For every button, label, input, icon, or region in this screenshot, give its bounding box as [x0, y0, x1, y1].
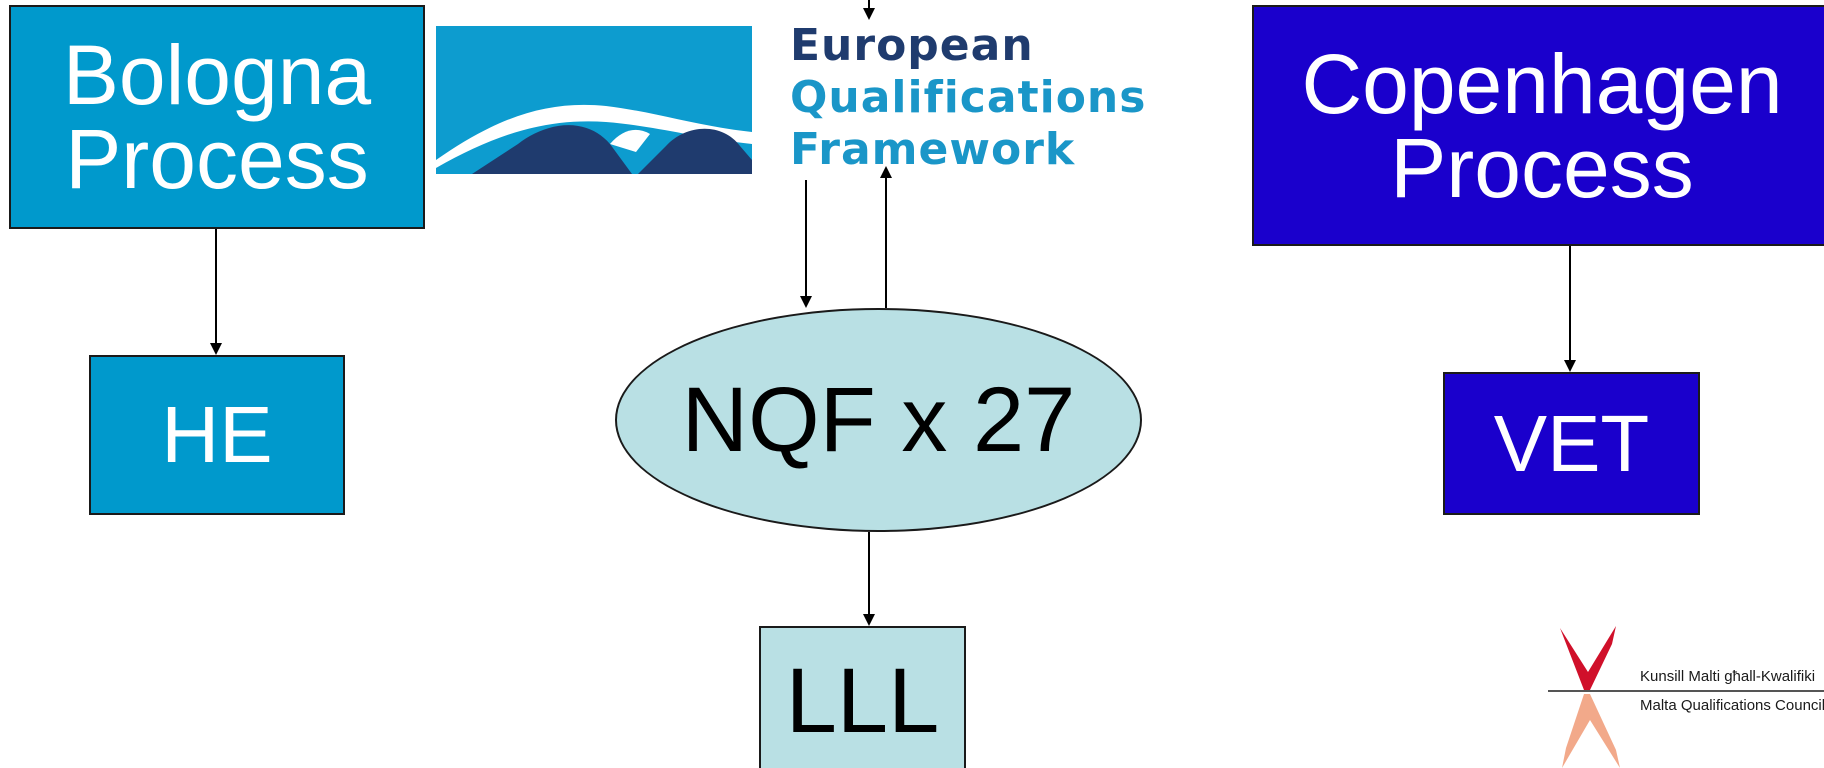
nqf-label: NQF x 27	[681, 368, 1076, 471]
eqf-bridge-icon	[436, 26, 752, 174]
mqc-checkmark-icon	[1560, 626, 1620, 768]
vet-label: VET	[1493, 398, 1650, 488]
eqf-wordmark-line1: European	[790, 20, 1034, 71]
copenhagen-label-line2: Process	[1390, 120, 1694, 215]
bologna-process-box: Bologna Process	[9, 5, 425, 229]
bologna-label-line1: Bologna	[62, 28, 372, 122]
nqf-ellipse: NQF x 27	[615, 308, 1142, 532]
mqc-logo: Kunsill Malti għall-Kwalifiki Malta Qual…	[1546, 624, 1824, 768]
he-label: HE	[161, 390, 273, 479]
mqc-divider	[1548, 690, 1824, 692]
eqf-wordmark-line2: Qualifications	[790, 72, 1147, 123]
mqc-name-english: Malta Qualifications Council	[1640, 697, 1824, 714]
mqc-name-maltese: Kunsill Malti għall-Kwalifiki	[1640, 668, 1816, 685]
copenhagen-label-line1: Copenhagen	[1301, 36, 1783, 131]
bologna-label-line2: Process	[65, 112, 369, 206]
vet-box: VET	[1443, 372, 1700, 515]
eqf-wordmark: European Qualifications Framework	[790, 20, 1146, 176]
he-box: HE	[89, 355, 345, 515]
copenhagen-process-box: Copenhagen Process	[1252, 5, 1824, 246]
eqf-wordmark-line3: Framework	[790, 124, 1076, 175]
lll-label: LLL	[785, 650, 940, 752]
eqf-logo: European Qualifications Framework	[436, 20, 1236, 180]
lll-box: LLL	[759, 626, 966, 768]
